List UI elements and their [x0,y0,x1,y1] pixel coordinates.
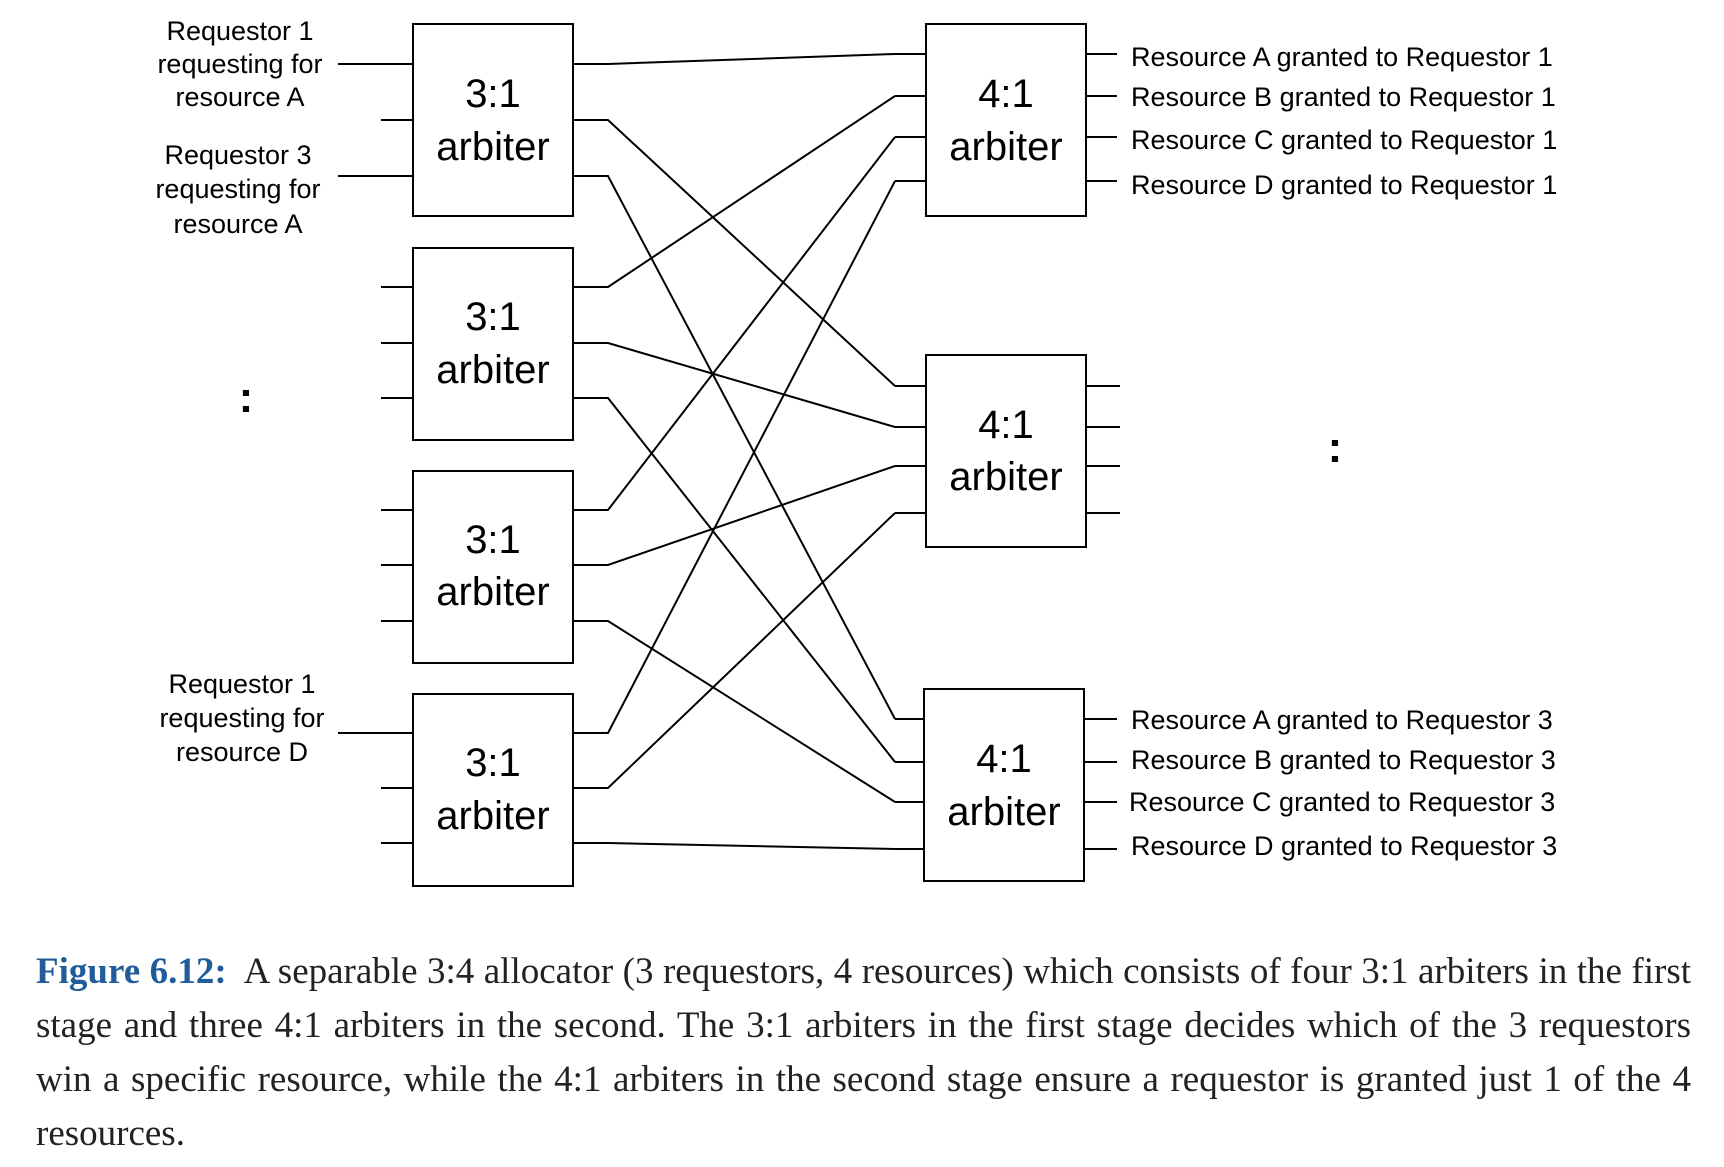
output-label: Resource B granted to Requestor 3 [1131,745,1556,775]
output-labels-requestor3: Resource A granted to Requestor 3 Resour… [1129,705,1557,861]
stage2-arbiter-2-word: arbiter [949,455,1062,499]
output-labels-requestor1: Resource A granted to Requestor 1 Resour… [1131,42,1557,200]
caption-label: Figure 6.12: [36,951,227,992]
crossbar-wire [573,175,896,720]
stage1-arbiter-1-word: arbiter [436,125,549,169]
input-label-line: resource D [176,737,308,767]
stage1-arbiter-3-word: arbiter [436,570,549,614]
stage2-arbiter-1-word: arbiter [949,125,1062,169]
input-label-line: Requestor 3 [164,140,311,170]
crossbar-wire [573,136,896,511]
output-label: Resource C granted to Requestor 1 [1131,125,1557,155]
input-label-line: requesting for [159,703,324,733]
stage2-arbiter-3: 4:1 arbiter [923,688,1085,882]
wires [338,53,1120,850]
crossbar-wire [573,342,896,428]
output-label: Resource D granted to Requestor 1 [1131,170,1557,200]
crossbar-wire [573,119,896,387]
stage2-arbiter-1: 4:1 arbiter [925,23,1087,217]
stage2-arbiter-3-word: arbiter [947,790,1060,834]
crossbar-wire [573,512,896,789]
output-label: Resource A granted to Requestor 3 [1131,705,1553,735]
stage1-arbiter-1: 3:1 arbiter [412,23,574,217]
output-label: Resource B granted to Requestor 1 [1131,82,1556,112]
input-label-line: Requestor 1 [166,16,313,46]
stage1-arbiter-3-ratio: 3:1 [465,518,521,562]
input-label-line: requesting for [157,49,322,79]
crossbar-wire [573,465,896,566]
crossbar-wire [573,95,896,288]
caption-text: A separable 3:4 allocator (3 requestors,… [36,951,1691,1154]
stage1-arbiter-2: 3:1 arbiter [412,247,574,441]
crossbar-wire [573,53,896,65]
output-label: Resource C granted to Requestor 3 [1129,787,1555,817]
stage1-arbiter-4-ratio: 3:1 [465,741,521,785]
stage2-arbiter-3-ratio: 4:1 [976,737,1032,781]
output-label: Resource D granted to Requestor 3 [1131,831,1557,861]
crossbar-wire [573,842,896,850]
figure-caption: Figure 6.12: A separable 3:4 allocator (… [36,945,1691,1161]
stage2-arbiter-2: 4:1 arbiter [925,354,1087,548]
stage1-arbiter-4-word: arbiter [436,794,549,838]
stage1-arbiter-2-word: arbiter [436,348,549,392]
input-label-line: Requestor 1 [168,669,315,699]
output-label: Resource A granted to Requestor 1 [1131,42,1553,72]
input-label-requestor3-resourceA: Requestor 3 requesting for resource A [155,140,320,239]
input-label-requestor1-resourceA: Requestor 1 requesting for resource A [157,16,322,112]
ellipsis-left: : [239,373,254,422]
input-label-requestor1-resourceD: Requestor 1 requesting for resource D [159,669,324,767]
stage1-arbiter-3: 3:1 arbiter [412,470,574,664]
input-label-line: resource A [175,82,304,112]
crossbar-wire [573,180,896,734]
input-label-line: requesting for [155,174,320,204]
crossbar-wire [573,397,896,763]
stage2-arbiter-2-ratio: 4:1 [978,403,1034,447]
ellipsis-right: : [1328,423,1343,472]
stage2-arbiter-1-ratio: 4:1 [978,72,1034,116]
crossbar-wire [573,620,896,803]
stage1-arbiter-4: 3:1 arbiter [412,693,574,887]
input-label-line: resource A [173,209,302,239]
stage1-arbiter-2-ratio: 3:1 [465,295,521,339]
stage1-arbiter-1-ratio: 3:1 [465,72,521,116]
